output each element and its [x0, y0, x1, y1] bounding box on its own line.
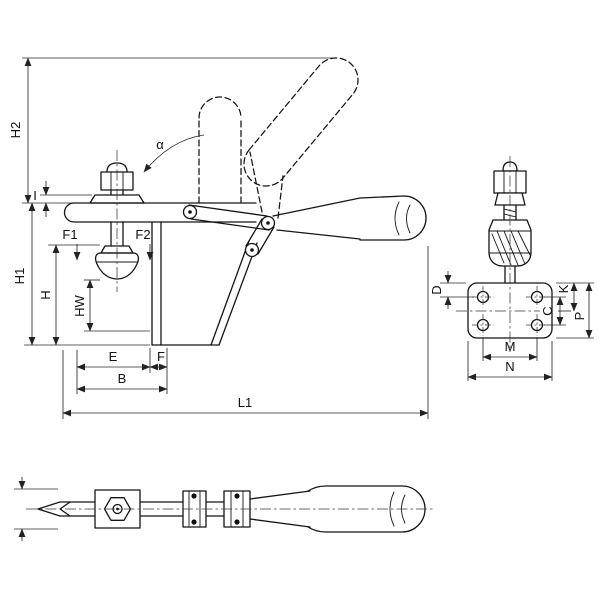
dim-label-i: I — [33, 188, 37, 203]
toggle-linkage — [182, 204, 276, 258]
rivet — [191, 493, 197, 499]
dim-label-f2: F2 — [135, 227, 150, 242]
handle-closed — [272, 195, 427, 241]
plan-bar — [37, 501, 225, 517]
dim-label-k: K — [556, 284, 571, 293]
dim-label-h1: H1 — [12, 268, 27, 285]
dim-label-d: D — [429, 285, 444, 294]
dim-label-e: E — [109, 349, 118, 364]
dim-label-f1: F1 — [62, 227, 77, 242]
handle-open-dashed — [198, 57, 359, 219]
dim-label-m: M — [505, 339, 516, 354]
dim-label-hw: HW — [72, 294, 87, 316]
rivet — [234, 519, 240, 525]
rivet — [191, 519, 197, 525]
dim-label-b: B — [118, 371, 127, 386]
dimensions-side: D C K P M N — [429, 271, 594, 381]
dim-label-f: F — [157, 349, 165, 364]
spindle-assembly — [89, 162, 145, 280]
clamp-arm — [63, 202, 257, 223]
dimensions-plan — [14, 477, 58, 541]
dim-label-alpha: α — [156, 137, 164, 152]
plan-view — [14, 477, 434, 541]
dim-label-n: N — [505, 359, 514, 374]
mounting-base — [151, 221, 258, 346]
dim-label-h: H — [38, 290, 53, 299]
side-view: D C K P M N — [429, 156, 594, 381]
dim-label-l1: L1 — [238, 395, 252, 410]
dim-label-h2: H2 — [8, 122, 23, 139]
dim-label-c: C — [540, 306, 555, 315]
plan-spindle-block — [94, 489, 141, 529]
dim-label-p: P — [572, 312, 587, 321]
front-view: H2 I H1 H HW F1 F2 α — [8, 57, 429, 419]
dimensions-front: H2 I H1 H HW F1 F2 α — [8, 57, 429, 419]
rivet — [234, 493, 240, 499]
